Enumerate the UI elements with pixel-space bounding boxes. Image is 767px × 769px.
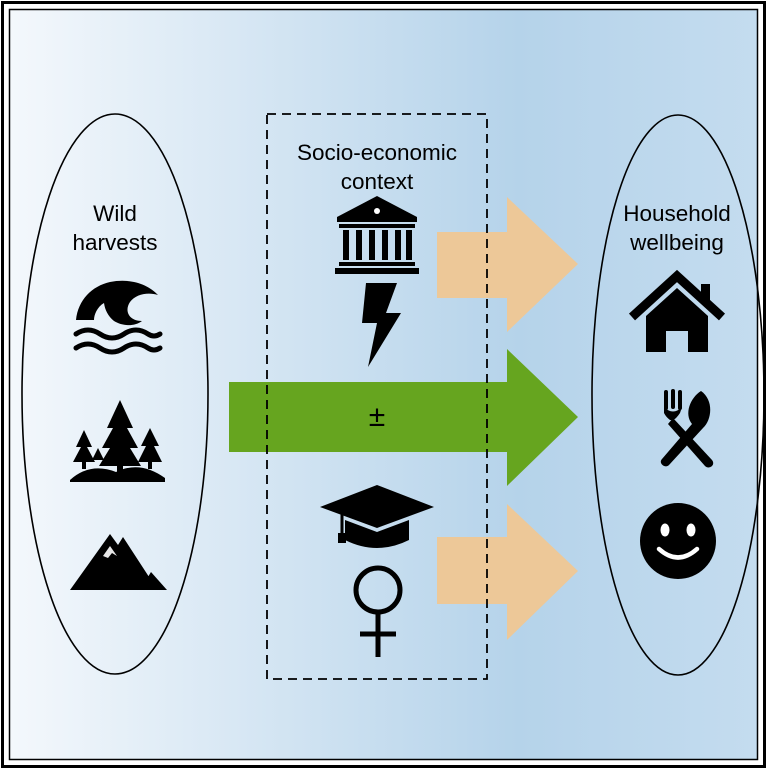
wild-harvests-label-line2: harvests xyxy=(72,230,157,255)
fork-knife-icon xyxy=(660,389,714,468)
forest-icon xyxy=(70,400,165,482)
lower-context-arrow xyxy=(437,504,578,640)
upper-context-arrow xyxy=(437,197,578,332)
mountain-icon xyxy=(70,534,167,590)
wave-icon xyxy=(73,280,163,355)
household-wellbeing-label-line1: Household xyxy=(623,201,731,226)
house-icon xyxy=(628,269,726,352)
context-label-line1: Socio-economic xyxy=(297,140,457,165)
main-harvest-arrow xyxy=(229,349,578,486)
smiley-icon xyxy=(640,503,716,579)
institution-icon xyxy=(335,196,419,274)
graduation-cap-icon xyxy=(320,485,434,548)
household-wellbeing-label-line2: wellbeing xyxy=(629,230,724,255)
lightning-icon xyxy=(362,283,401,367)
female-symbol-icon xyxy=(353,565,403,657)
plus-minus-symbol: ± xyxy=(369,400,385,433)
wild-harvests-label-line1: Wild xyxy=(93,201,137,226)
wild-harvests-ellipse xyxy=(21,113,209,675)
inner-frame xyxy=(8,8,759,761)
context-label-line2: context xyxy=(341,169,414,194)
socio-economic-context-box xyxy=(266,113,488,680)
household-wellbeing-ellipse xyxy=(591,114,765,676)
